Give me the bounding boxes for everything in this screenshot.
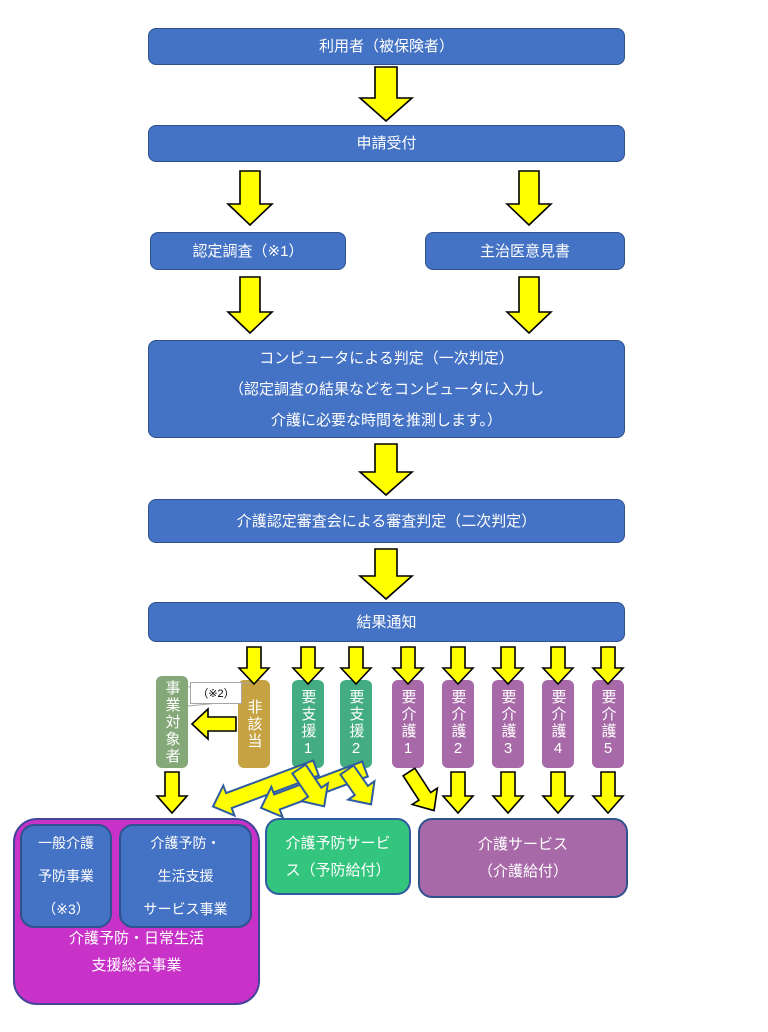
life-support-line3: サービス事業 <box>143 900 228 917</box>
review-judgment-label: 介護認定審査会による審査判定（二次判定） <box>236 512 537 530</box>
doctor-opinion-label: 主治医意見書 <box>479 242 570 260</box>
category-care-5: 要介護5 <box>592 680 624 768</box>
note2-label: （※2） <box>197 688 235 700</box>
category-service-target-label: 事業対象者 <box>163 679 181 765</box>
category-care-5-label: 要介護5 <box>599 689 617 759</box>
note2-callout: （※2） <box>190 682 242 704</box>
down-arrow-care2-careservice <box>441 771 475 815</box>
down-arrow-user-application <box>357 66 415 123</box>
prevention-service-line2: ス（予防給付） <box>285 861 391 879</box>
category-support-2-label: 要支援2 <box>347 689 365 759</box>
down-arrow-application-survey <box>226 170 274 227</box>
care-service-line1: 介護サービス <box>477 836 568 853</box>
down-arrow-result-care3 <box>491 646 525 686</box>
down-arrow-judgment-result <box>357 548 415 601</box>
left-arrow-notapplicable-servicetarget <box>190 707 237 741</box>
tilted-arrow-care1-careservice <box>402 767 439 812</box>
diagonal-arrow-support2-prevention <box>339 764 376 806</box>
doctor-opinion-box: 主治医意見書 <box>425 232 625 270</box>
category-support-1-label: 要支援1 <box>299 689 317 759</box>
down-arrow-care4-careservice <box>541 771 575 815</box>
down-arrow-servicetarget-comprehensive <box>155 771 189 815</box>
category-support-1: 要支援1 <box>292 680 324 768</box>
category-care-1: 要介護1 <box>392 680 424 768</box>
comprehensive-project-line1: 介護予防・日常生活 <box>68 930 204 947</box>
care-service-box: 介護サービス （介護給付） <box>418 818 628 898</box>
category-not-applicable-label: 非該当 <box>245 698 263 750</box>
down-arrow-result-care1 <box>391 646 425 686</box>
down-arrow-care5-careservice <box>591 771 625 815</box>
down-arrow-application-doctor <box>505 170 553 227</box>
down-arrow-result-care5 <box>591 646 625 686</box>
life-support-line1: 介護予防・ <box>150 834 221 851</box>
category-support-2: 要支援2 <box>340 680 372 768</box>
general-prevention-line1: 一般介護 <box>38 834 94 851</box>
computer-judgment-box: コンピュータによる判定（一次判定） （認定調査の結果などをコンピュータに入力し … <box>148 340 625 438</box>
category-service-target: 事業対象者 <box>156 676 188 768</box>
application-box: 申請受付 <box>148 125 625 162</box>
down-arrow-result-support1 <box>291 646 325 686</box>
life-support-line2: 生活支援 <box>157 867 214 884</box>
category-care-2: 要介護2 <box>442 680 474 768</box>
review-judgment-box: 介護認定審査会による審査判定（二次判定） <box>148 499 625 543</box>
category-care-4-label: 要介護4 <box>549 689 567 759</box>
category-care-1-label: 要介護1 <box>399 689 417 759</box>
prevention-service-box: 介護予防サービ ス（予防給付） <box>265 818 411 895</box>
down-arrow-computer-judgment <box>357 443 415 497</box>
result-notice-label: 結果通知 <box>356 613 417 631</box>
down-arrow-result-care2 <box>441 646 475 686</box>
down-arrow-result-support2 <box>339 646 373 686</box>
general-prevention-box: 一般介護 予防事業 （※3） <box>20 824 112 928</box>
category-care-3: 要介護3 <box>492 680 524 768</box>
user-box-label: 利用者（被保険者） <box>318 38 454 55</box>
down-arrow-result-not-applicable <box>237 646 271 686</box>
down-arrow-result-care4 <box>541 646 575 686</box>
category-care-4: 要介護4 <box>542 680 574 768</box>
diagonal-arrow-support1-prevention <box>290 763 330 808</box>
comprehensive-project-line2: 支援総合事業 <box>91 957 182 974</box>
category-care-3-label: 要介護3 <box>499 689 517 759</box>
down-arrow-doctor-computer <box>505 276 553 335</box>
down-arrow-survey-computer <box>226 276 274 335</box>
computer-judgment-line2: （認定調査の結果などをコンピュータに入力し <box>228 380 544 398</box>
down-arrow-care3-careservice <box>491 771 525 815</box>
computer-judgment-line3: 介護に必要な時間を推測します。） <box>270 411 502 429</box>
result-notice-box: 結果通知 <box>148 602 625 642</box>
life-support-service-box: 介護予防・ 生活支援 サービス事業 <box>119 824 252 928</box>
general-prevention-line2: 予防事業 <box>38 867 94 884</box>
general-prevention-line3: （※3） <box>42 900 90 917</box>
application-box-label: 申請受付 <box>356 135 417 152</box>
computer-judgment-line1: コンピュータによる判定（一次判定） <box>259 349 514 367</box>
prevention-service-line1: 介護予防サービ <box>285 834 391 852</box>
category-not-applicable: 非該当 <box>238 680 270 768</box>
survey-box: 認定調査（※1） <box>150 232 346 270</box>
survey-box-label: 認定調査（※1） <box>192 242 304 260</box>
category-care-2-label: 要介護2 <box>449 689 467 759</box>
care-service-line2: （介護給付） <box>477 863 568 880</box>
user-box: 利用者（被保険者） <box>148 28 625 65</box>
